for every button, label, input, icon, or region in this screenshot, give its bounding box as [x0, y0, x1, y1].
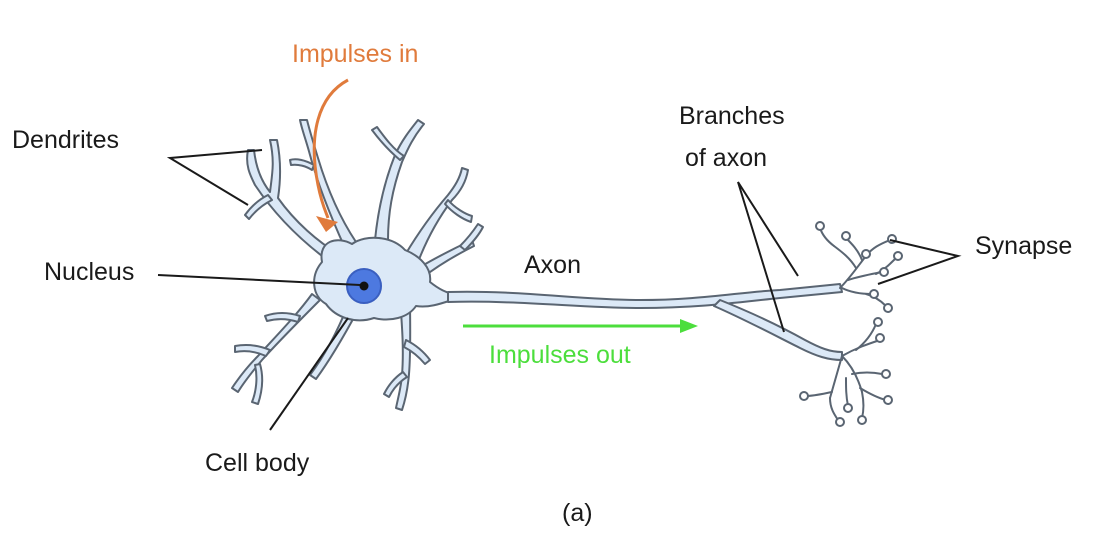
nucleus-leader	[157, 274, 361, 286]
dendrites-leader	[166, 149, 263, 206]
axon-label: Axon	[524, 251, 581, 279]
cell-body-label: Cell body	[205, 449, 310, 477]
cell-body-leader	[269, 317, 349, 431]
upper-synapse-knobs	[815, 221, 903, 313]
impulses-out-arrow	[463, 319, 698, 333]
cell-body-shape	[313, 236, 453, 322]
axon-shape	[447, 283, 843, 309]
nucleolus-shape	[359, 281, 369, 291]
nucleus-label: Nucleus	[44, 258, 134, 286]
synapse-leader	[877, 239, 962, 285]
leader-lines	[157, 149, 962, 431]
dendrites	[231, 119, 484, 411]
branches-leader	[737, 181, 799, 333]
lower-synapse-knobs	[799, 317, 893, 427]
branches-label-line2: of axon	[685, 144, 767, 172]
synapse-label: Synapse	[975, 232, 1072, 260]
impulses-in-arrow	[312, 78, 349, 232]
upper-axon-terminals	[819, 227, 897, 307]
impulses-in-label: Impulses in	[292, 40, 418, 68]
impulses-out-label: Impulses out	[489, 341, 631, 369]
caption: (a)	[562, 499, 593, 527]
branches-label-line1: Branches	[679, 102, 785, 130]
dendrites-label: Dendrites	[12, 126, 119, 154]
neuron	[231, 119, 903, 427]
axon-branch-lower	[713, 299, 843, 361]
